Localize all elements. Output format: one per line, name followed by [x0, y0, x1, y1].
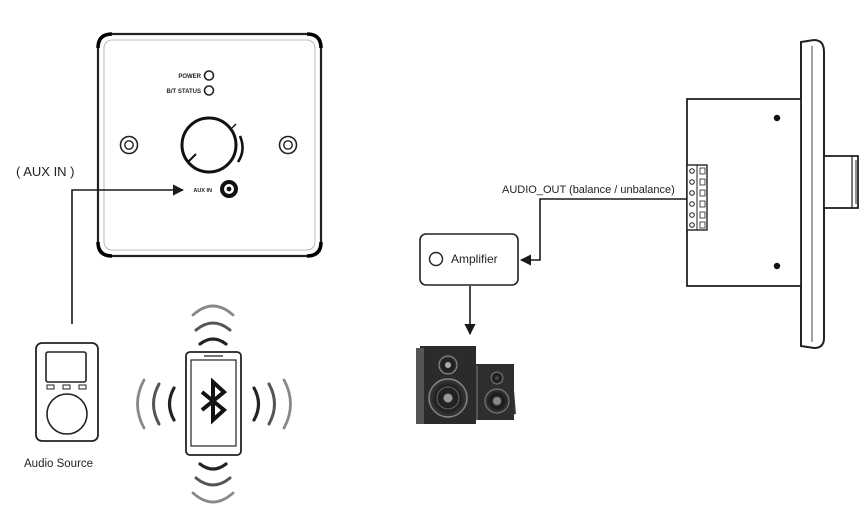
wall-panel-side — [686, 38, 859, 350]
bt-status-led-icon — [203, 85, 215, 96]
amplifier-power-icon — [428, 251, 444, 267]
aux-in-jack-icon[interactable] — [220, 180, 238, 198]
aux-in-jack-label: AUX IN — [193, 188, 212, 194]
volume-knob-icon[interactable] — [180, 116, 244, 174]
power-label: POWER — [178, 74, 201, 80]
bluetooth-icon — [200, 377, 228, 425]
signal-waves-icon — [136, 304, 292, 504]
audio-source-label: Audio Source — [24, 458, 93, 470]
amplifier-box: Amplifier — [419, 233, 519, 286]
wall-panel-front: POWER B/T STATUS AUX IN — [96, 32, 323, 258]
audio-out-label: AUDIO_OUT (balance / unbalance) — [502, 184, 675, 196]
bt-status-label: B/T STATUS — [167, 89, 201, 95]
audio-player-icon — [35, 342, 99, 442]
terminal-block-icon — [686, 164, 708, 231]
speakers-icon — [416, 346, 516, 424]
screw-left-icon — [119, 135, 139, 155]
amplifier-label: Amplifier — [451, 252, 498, 266]
audio-out-connection-line — [519, 198, 687, 266]
power-led-icon — [203, 70, 215, 81]
screw-right-icon — [278, 135, 298, 155]
aux-in-caption: ( AUX IN ) — [16, 164, 75, 179]
aux-connection-line — [71, 184, 185, 324]
